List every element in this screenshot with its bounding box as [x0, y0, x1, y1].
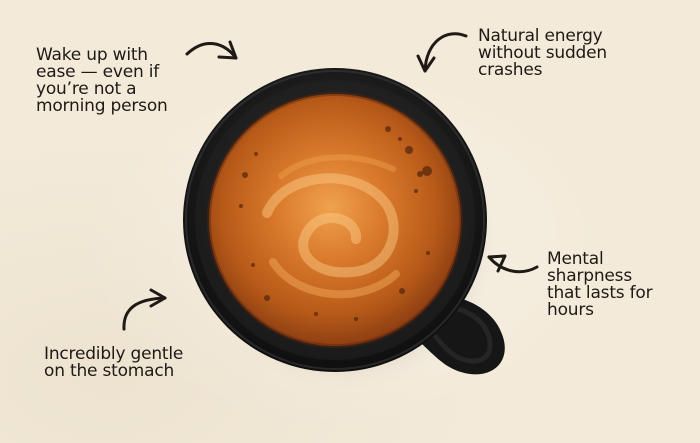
arrowhead-icon-top-left — [217, 40, 238, 60]
arrow-icon-top-right — [423, 32, 468, 73]
callout-natural-energy: Natural energy without sudden crashes — [478, 26, 607, 80]
arrow-icon-top-left — [185, 42, 238, 60]
crema-speckles — [239, 126, 432, 321]
arrow-icon-right-middle — [487, 255, 539, 274]
callout-wake-up: Wake up with ease — even if you’re not a… — [36, 45, 168, 116]
callout-gentle-stomach: Incredibly gentle on the stomach — [44, 344, 184, 381]
arrow-icon-bottom-left — [122, 296, 167, 331]
crema-swirl — [262, 154, 400, 299]
callout-mental-sharpness: Mental sharpness that lasts for hours — [547, 249, 653, 320]
arrowhead-icon-right-middle — [487, 254, 507, 273]
coffee-cup-drawing — [183, 68, 505, 382]
coffee-crema — [209, 94, 461, 346]
arrowhead-icon-top-right — [416, 54, 436, 73]
arrowhead-icon-bottom-left — [149, 288, 167, 308]
coffee-cup — [165, 58, 525, 388]
